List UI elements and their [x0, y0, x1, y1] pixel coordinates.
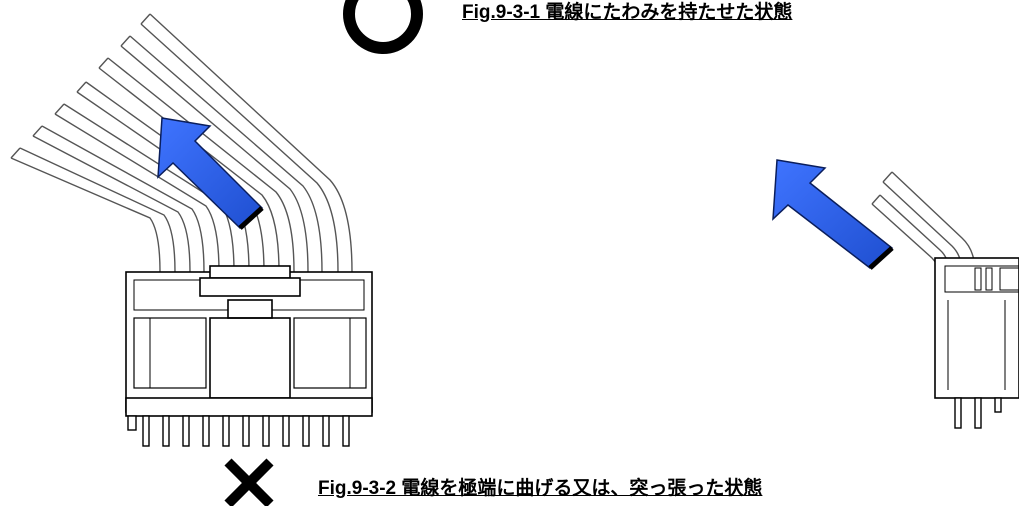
figure-caption-good: Fig.9-3-1 電線にたわみを持たせた状態 — [462, 2, 793, 23]
direction-arrow-right — [772, 159, 894, 270]
connector-right-pins — [954, 397, 1002, 429]
ok-circle-icon — [343, 0, 423, 54]
connector-right — [934, 257, 1019, 399]
ng-cross-icon — [224, 458, 274, 506]
connector-left — [125, 265, 373, 417]
figure-caption-bad: Fig.9-3-2 電線を極端に曲げる又は、突っ張った状態 — [318, 478, 763, 499]
wire-bundle-curved — [10, 13, 353, 273]
direction-arrow-left — [157, 117, 264, 230]
wire-bundle-sharp — [871, 171, 976, 273]
connector-left-pins — [127, 415, 350, 447]
